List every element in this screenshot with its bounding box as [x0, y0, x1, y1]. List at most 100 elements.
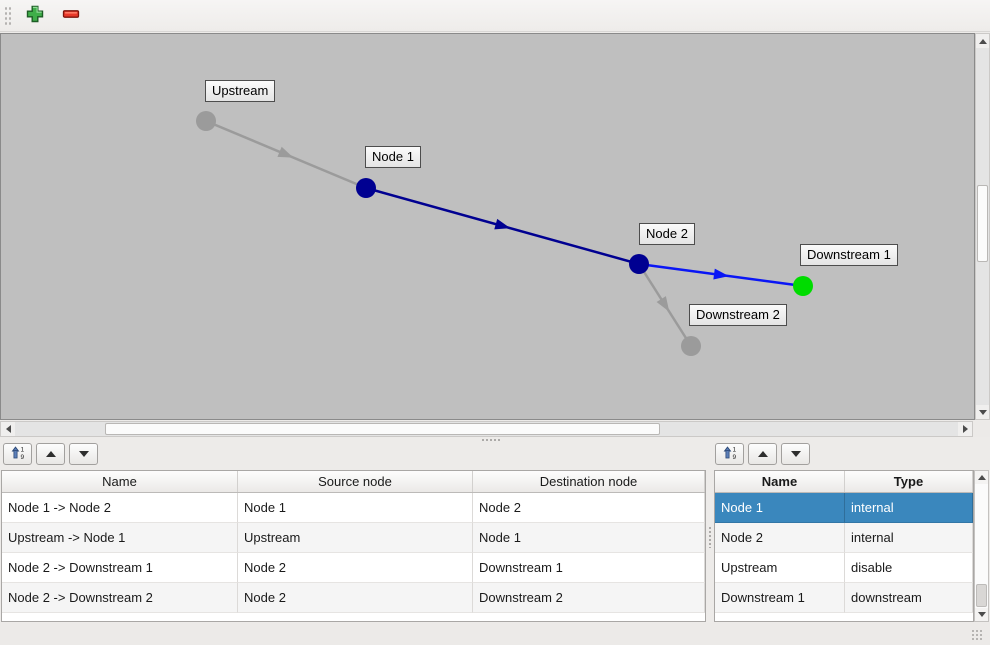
triangle-up-icon [45, 451, 56, 457]
edge-arrow-icon [656, 296, 670, 312]
edge-arrow-icon [494, 218, 511, 230]
edge-arrow-icon [277, 146, 294, 158]
toolbar-grip[interactable] [4, 5, 13, 26]
move-up-button[interactable] [748, 443, 777, 465]
svg-text:9: 9 [20, 454, 24, 461]
scroll-up-button[interactable] [976, 34, 989, 48]
triangle-down-icon [78, 451, 89, 457]
table-cell: Downstream 2 [473, 583, 705, 613]
table-cell: Node 2 [473, 493, 705, 523]
move-down-button[interactable] [69, 443, 98, 465]
remove-button[interactable] [57, 3, 85, 29]
table-cell: downstream [845, 583, 973, 613]
table-cell: disable [845, 553, 973, 583]
graph-node[interactable] [681, 336, 701, 356]
minus-icon [62, 5, 80, 26]
table-cell: Node 2 [238, 583, 473, 613]
column-header[interactable]: Source node [238, 471, 473, 492]
vertical-scroll-thumb[interactable] [977, 185, 988, 262]
arrow-up-icon [978, 38, 987, 44]
table-cell: Downstream 1 [473, 553, 705, 583]
arrow-right-icon [962, 425, 968, 433]
table-cell: Node 2 -> Downstream 2 [2, 583, 238, 613]
table-cell: internal [845, 523, 973, 553]
splitter-grip-icon [708, 526, 713, 548]
graph-node[interactable] [629, 254, 649, 274]
horizontal-splitter[interactable] [0, 437, 990, 444]
scroll-down-button[interactable] [976, 405, 989, 419]
graph-node[interactable] [793, 276, 813, 296]
node-label[interactable]: Node 1 [365, 146, 421, 168]
canvas-horizontal-scrollbar[interactable] [0, 421, 973, 437]
table-cell: internal [845, 493, 973, 523]
table-cell: Upstream [238, 523, 473, 553]
svg-text:1: 1 [20, 446, 24, 453]
table-cell: Node 1 [715, 493, 845, 523]
sort-ascending-icon: 1 9 [10, 445, 26, 464]
column-header[interactable]: Name [2, 471, 238, 492]
svg-text:9: 9 [732, 454, 736, 461]
scroll-left-button[interactable] [1, 422, 15, 436]
scrollbar-corner [973, 421, 990, 437]
resize-grip[interactable] [971, 629, 983, 641]
graph-node[interactable] [196, 111, 216, 131]
arrow-down-icon [977, 612, 986, 617]
table-cell: Upstream -> Node 1 [2, 523, 238, 553]
vertical-splitter[interactable] [706, 470, 714, 622]
add-button[interactable] [21, 3, 49, 29]
node-label[interactable]: Downstream 1 [800, 244, 898, 266]
column-header[interactable]: Type [845, 471, 973, 492]
nodes-table-scrollbar[interactable] [974, 470, 989, 622]
sort-ascending-icon: 1 9 [722, 445, 738, 464]
graph-node[interactable] [356, 178, 376, 198]
svg-text:1: 1 [732, 446, 736, 453]
move-down-button[interactable] [781, 443, 810, 465]
scroll-down-button[interactable] [975, 608, 988, 621]
arrow-up-icon [977, 475, 986, 480]
edge-arrow-icon [713, 268, 729, 280]
scroll-right-button[interactable] [958, 422, 972, 436]
horizontal-scroll-thumb[interactable] [105, 423, 660, 435]
node-label[interactable]: Upstream [205, 80, 276, 102]
column-header[interactable]: Destination node [473, 471, 705, 492]
canvas-vertical-scrollbar[interactable] [975, 33, 990, 420]
table-cell: Upstream [715, 553, 845, 583]
splitter-grip-icon [481, 438, 501, 443]
table-cell: Node 2 -> Downstream 1 [2, 553, 238, 583]
scroll-up-button[interactable] [975, 471, 988, 484]
column-header[interactable]: Name [715, 471, 845, 492]
table-cell: Downstream 1 [715, 583, 845, 613]
table-cell: Node 1 [473, 523, 705, 553]
status-bar [0, 623, 990, 645]
arrow-down-icon [978, 409, 987, 415]
main-toolbar [0, 0, 990, 32]
nodes-table-toolbar: 1 9 [715, 443, 810, 467]
table-cell: Node 1 [238, 493, 473, 523]
plus-icon [26, 5, 44, 26]
graph-svg [196, 111, 813, 356]
sort-button[interactable]: 1 9 [715, 443, 744, 465]
sort-button[interactable]: 1 9 [3, 443, 32, 465]
triangle-down-icon [790, 451, 801, 457]
table-scroll-thumb[interactable] [976, 584, 987, 607]
table-cell: Node 2 [238, 553, 473, 583]
node-label[interactable]: Node 2 [639, 223, 695, 245]
table-cell: Node 1 -> Node 2 [2, 493, 238, 523]
triangle-up-icon [757, 451, 768, 457]
arrow-left-icon [5, 425, 11, 433]
node-label[interactable]: Downstream 2 [689, 304, 787, 326]
move-up-button[interactable] [36, 443, 65, 465]
